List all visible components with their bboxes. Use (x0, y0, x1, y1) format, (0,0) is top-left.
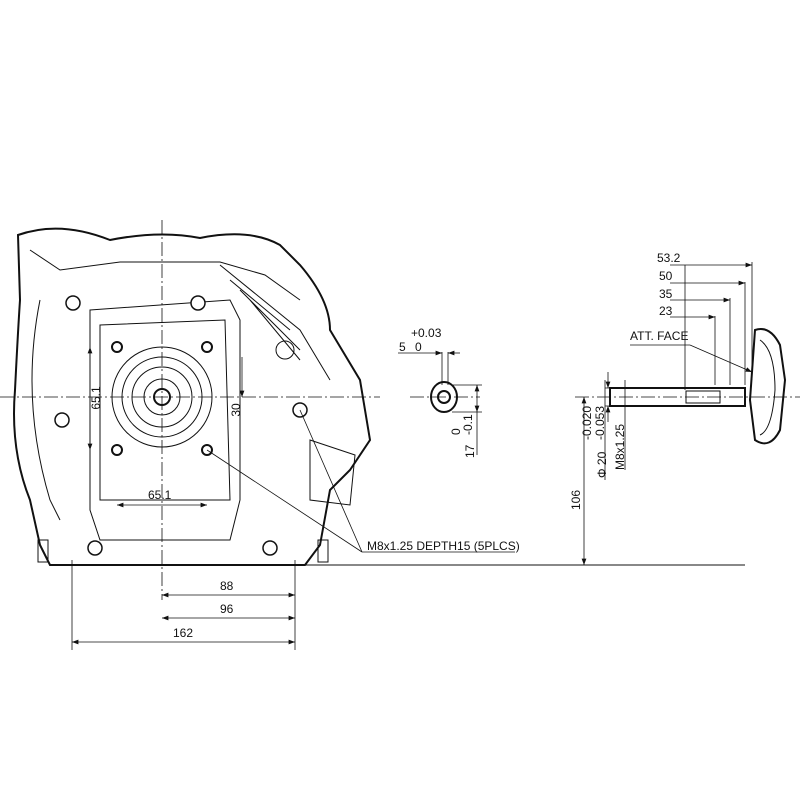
dim-50: 50 (659, 269, 673, 283)
key-height: 17 (463, 444, 477, 458)
dim-65-1-vertical: 65.1 (89, 386, 103, 410)
engine-side-view (609, 328, 787, 445)
shaft-dia-tol-upper: -0.020 (580, 406, 594, 440)
dim-106: 106 (569, 490, 583, 510)
dim-35: 35 (659, 287, 673, 301)
keyway-detail: 5 +0.03 0 17 0 -0.1 (398, 326, 482, 458)
shaft-dia-tol-lower: -0.053 (593, 406, 607, 440)
engine-front-view (13, 227, 372, 566)
key-height-tol-lower: -0.1 (461, 414, 475, 435)
key-width-tol-upper: +0.03 (411, 326, 442, 340)
front-dimensions: 65.1 30 65.1 M8x1.25 DEPTH15 (5PLCS) 88 … (71, 347, 520, 650)
key-height-tol-upper: 0 (449, 428, 463, 435)
key-width-tol-lower: 0 (415, 340, 422, 354)
dim-162: 162 (173, 626, 193, 640)
shaft-diameter: Φ 20 (595, 451, 609, 478)
dim-96: 96 (220, 602, 234, 616)
key-width: 5 (399, 340, 406, 354)
dim-30: 30 (229, 403, 243, 417)
dim-53-2: 53.2 (657, 251, 681, 265)
dim-23: 23 (659, 304, 673, 318)
att-face-label: ATT. FACE (630, 329, 688, 343)
side-dimensions: 53.2 50 35 23 ATT. FACE Φ 20 -0.020 -0.0… (569, 251, 753, 565)
dim-88: 88 (220, 579, 234, 593)
dim-65-1-horizontal: 65.1 (148, 488, 172, 502)
shaft-thread: M8x1.25 (613, 424, 627, 470)
thread-callout: M8x1.25 DEPTH15 (5PLCS) (367, 539, 520, 553)
